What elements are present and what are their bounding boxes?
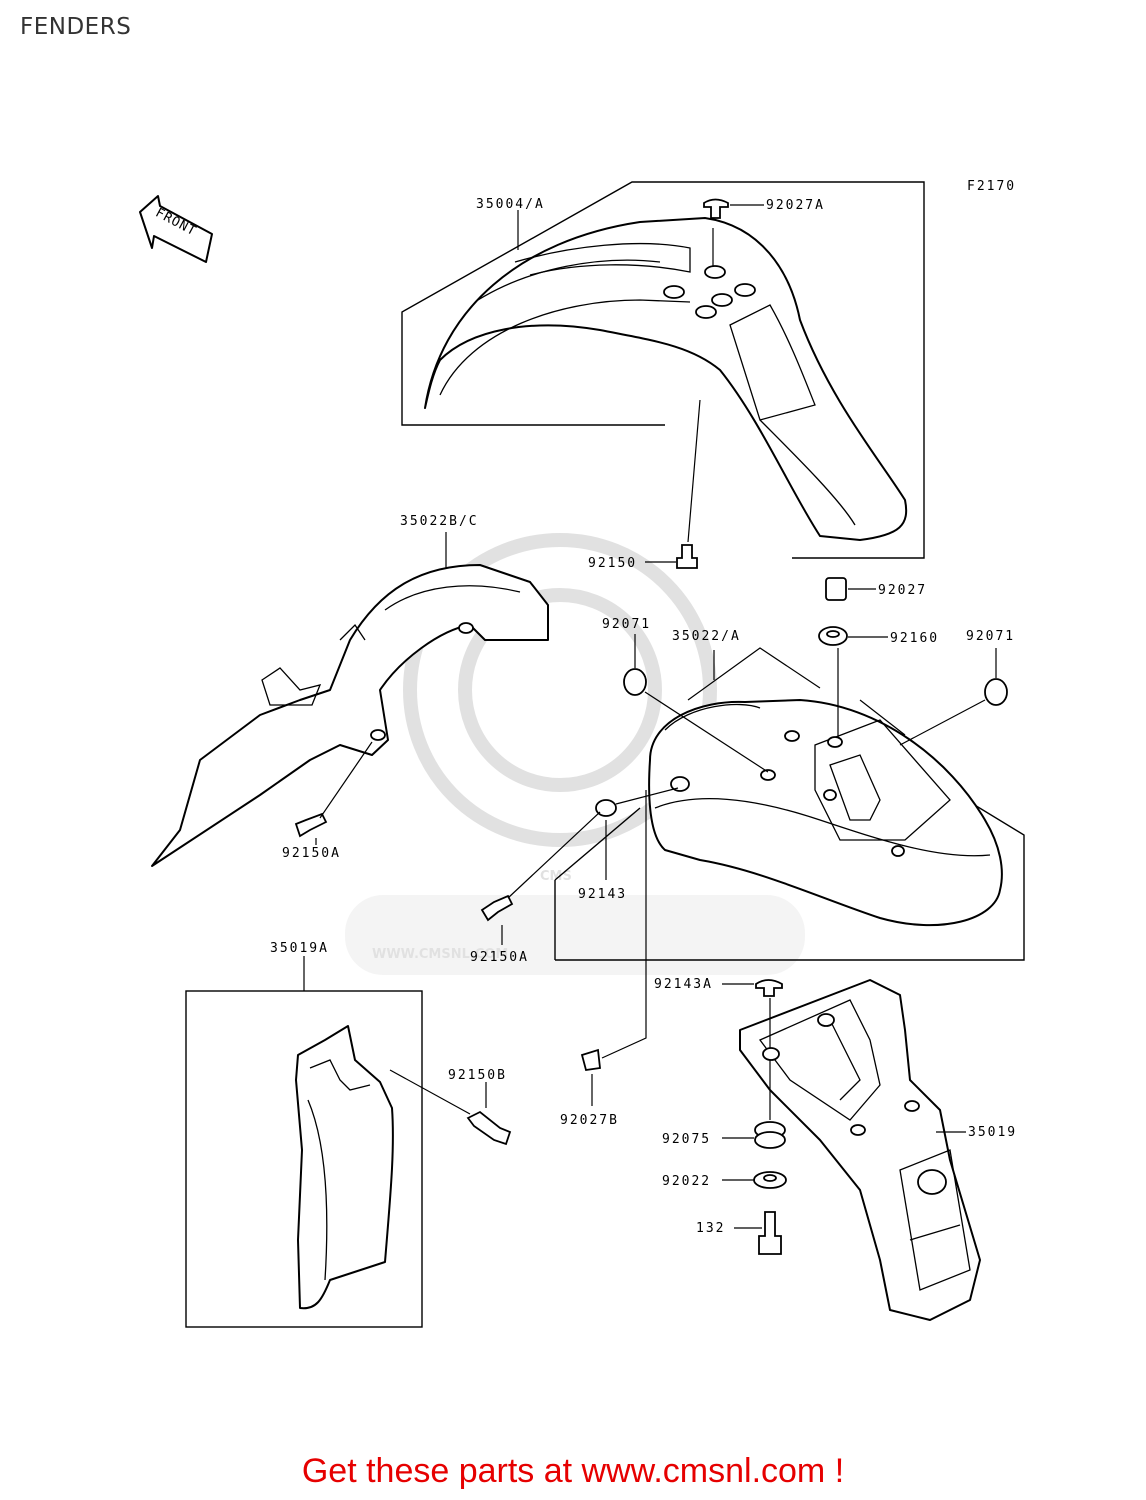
part-label-132[interactable]: 132 [696, 1221, 725, 1236]
part-label-92071-right[interactable]: 92071 [966, 629, 1015, 644]
part-label-35022A[interactable]: 35022/A [672, 629, 741, 644]
part-label-92143A[interactable]: 92143A [654, 977, 713, 992]
watermark-logo: CMS WWW.CMSNL.COM [345, 533, 805, 975]
rear-flap [739, 979, 981, 1321]
part-label-92022[interactable]: 92022 [662, 1174, 711, 1189]
part-label-92150A-upper[interactable]: 92150A [282, 846, 341, 861]
front-fender-group [401, 181, 925, 569]
part-label-35019A[interactable]: 35019A [270, 941, 329, 956]
part-label-92027A[interactable]: 92027A [766, 198, 825, 213]
part-label-35019[interactable]: 35019 [968, 1125, 1017, 1140]
rear-fender-group [480, 577, 1025, 1106]
part-label-92143[interactable]: 92143 [578, 887, 627, 902]
rear-flap-group [722, 979, 981, 1321]
inner-fender-group [151, 532, 549, 867]
watermark-text: WWW.CMSNL.COM [372, 947, 508, 962]
front-fender [424, 217, 908, 541]
part-label-92075[interactable]: 92075 [662, 1132, 711, 1147]
rear-fender [648, 699, 1003, 927]
part-label-92160[interactable]: 92160 [890, 631, 939, 646]
part-label-92150A-lower[interactable]: 92150A [470, 950, 529, 965]
part-label-92027B[interactable]: 92027B [560, 1113, 619, 1128]
part-label-92071-left[interactable]: 92071 [602, 617, 651, 632]
part-label-35004[interactable]: 35004/A [476, 197, 545, 212]
watermark-logo-text: CMS [540, 869, 572, 884]
side-cover [295, 1025, 394, 1310]
part-label-92150[interactable]: 92150 [588, 556, 637, 571]
side-cover-group [185, 956, 512, 1328]
inner-fender [151, 564, 549, 867]
shop-link[interactable]: Get these parts at www.cmsnl.com ! [301, 1452, 845, 1490]
part-label-92027[interactable]: 92027 [878, 583, 927, 598]
part-label-92150B[interactable]: 92150B [448, 1068, 507, 1083]
part-label-35022BC[interactable]: 35022B/C [400, 514, 479, 529]
diagram-code: F2170 [967, 179, 1016, 194]
page-title: FENDERS [20, 14, 132, 40]
front-arrow-icon: FRONT [139, 195, 213, 263]
